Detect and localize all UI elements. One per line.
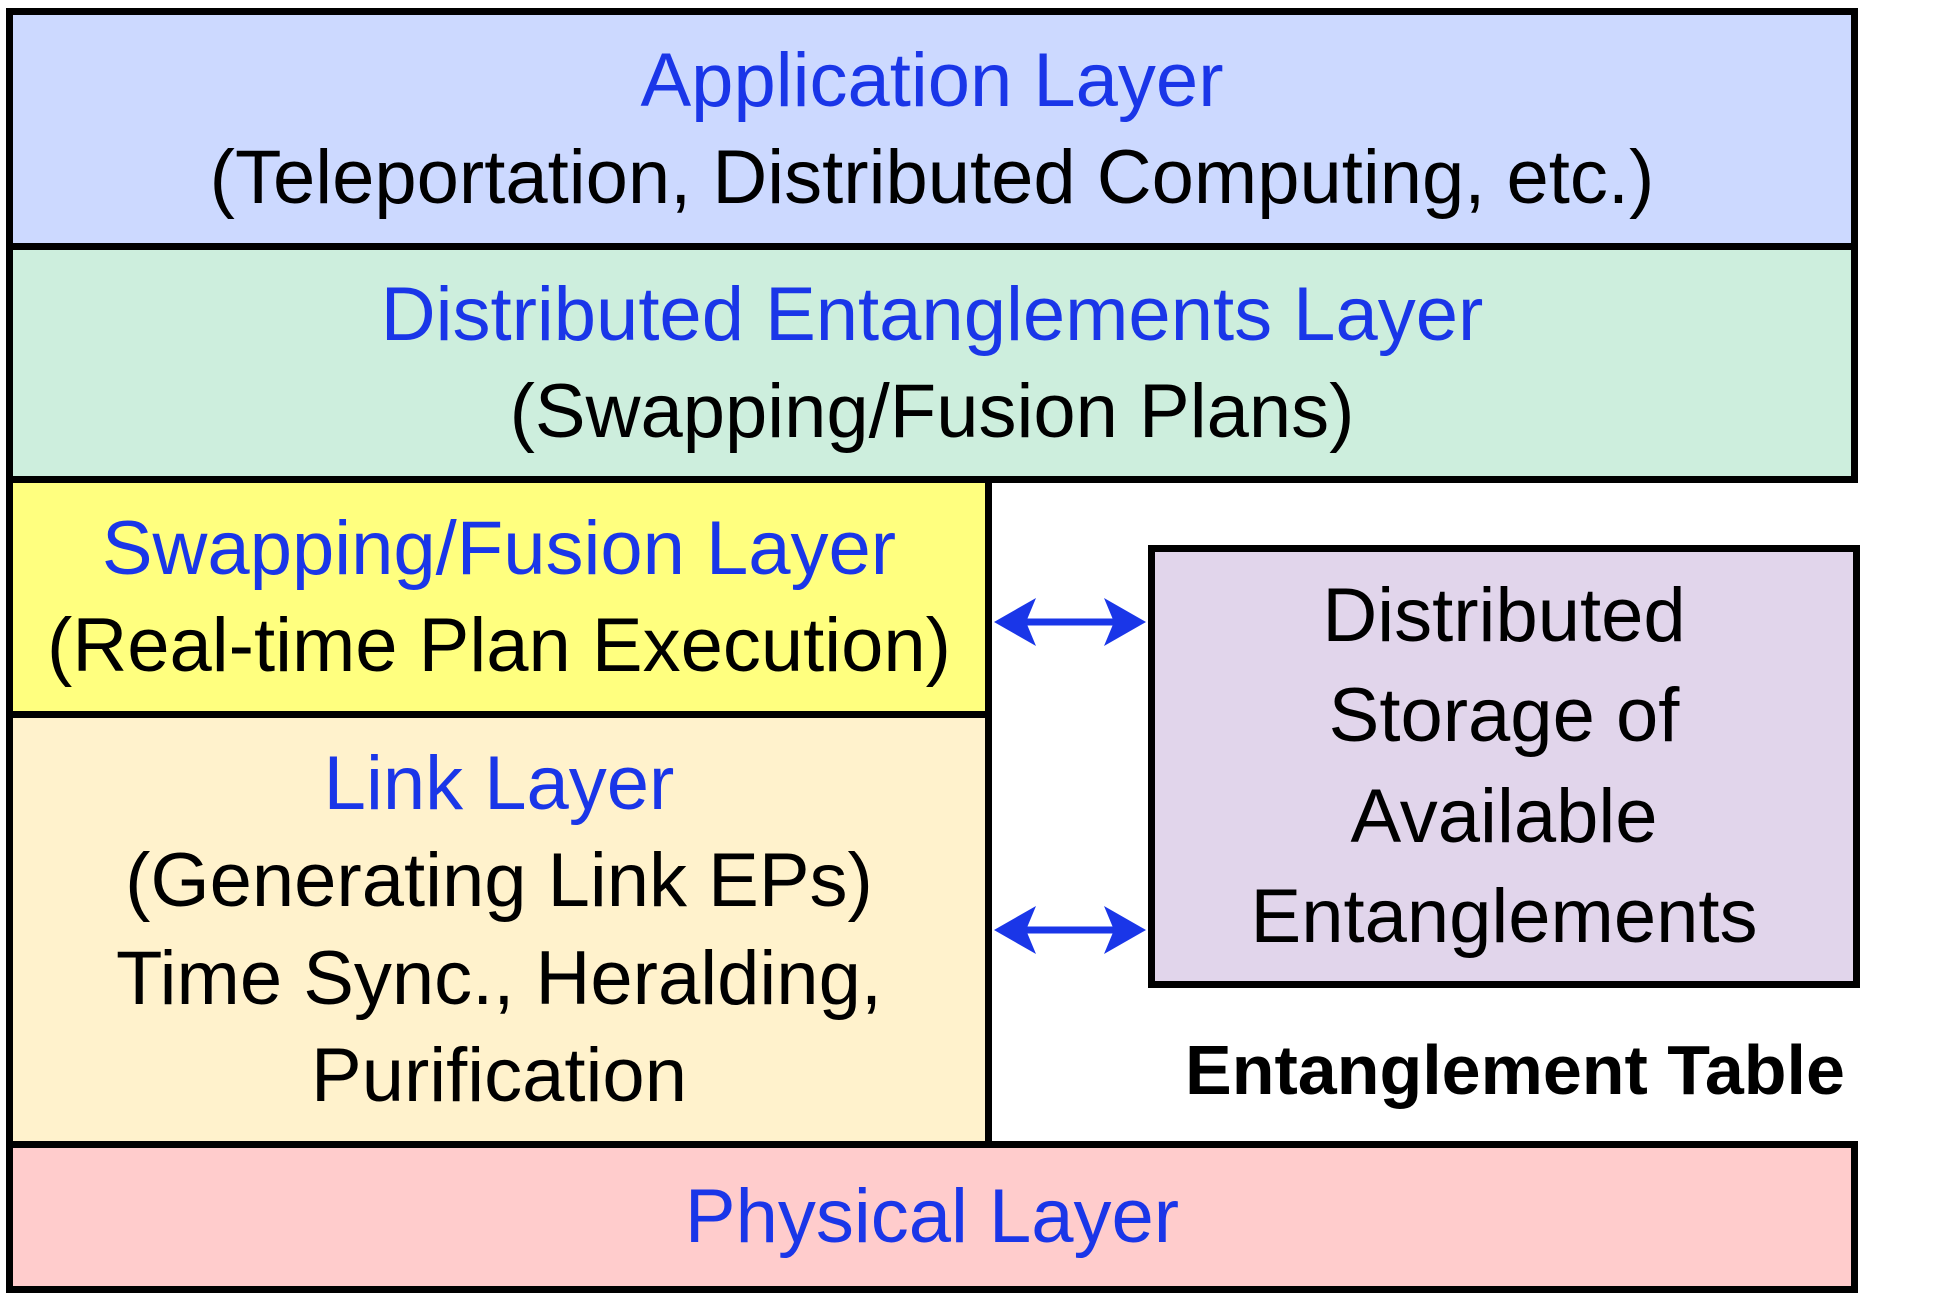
link-layer-line-2: Time Sync., Heralding, <box>116 935 882 1021</box>
distributed-entanglements-layer-subtitle: (Swapping/Fusion Plans) <box>509 369 1355 454</box>
entanglement-storage-box: Distributed Storage of Available Entangl… <box>1148 545 1860 988</box>
link-to-storage-arrow <box>994 906 1146 954</box>
storage-line-3: Available <box>1350 773 1658 859</box>
link-layer-title: Link Layer <box>323 740 675 826</box>
swapping-fusion-layer-box: Swapping/Fusion Layer (Real-time Plan Ex… <box>6 476 992 718</box>
physical-layer-title: Physical Layer <box>684 1174 1180 1260</box>
swapping-fusion-layer-subtitle: (Real-time Plan Execution) <box>47 603 951 688</box>
distributed-entanglements-layer-box: Distributed Entanglements Layer (Swappin… <box>6 243 1858 483</box>
distributed-entanglements-layer-title: Distributed Entanglements Layer <box>380 271 1484 357</box>
link-layer-line-1: (Generating Link EPs) <box>125 838 873 924</box>
link-layer-line-3: Purification <box>311 1032 687 1118</box>
storage-line-4: Entanglements <box>1250 873 1758 959</box>
application-layer-box: Application Layer (Teleportation, Distri… <box>6 8 1858 250</box>
link-layer-box: Link Layer (Generating Link EPs) Time Sy… <box>6 711 992 1148</box>
storage-line-2: Storage of <box>1328 673 1680 759</box>
swap-to-storage-arrow <box>994 598 1146 646</box>
entanglement-table-label: Entanglement Table <box>1185 1031 1845 1109</box>
application-layer-title: Application Layer <box>640 37 1224 123</box>
application-layer-subtitle: (Teleportation, Distributed Computing, e… <box>209 135 1655 220</box>
storage-line-1: Distributed <box>1322 572 1686 658</box>
swapping-fusion-layer-title: Swapping/Fusion Layer <box>101 505 897 591</box>
physical-layer-box: Physical Layer <box>6 1141 1858 1293</box>
